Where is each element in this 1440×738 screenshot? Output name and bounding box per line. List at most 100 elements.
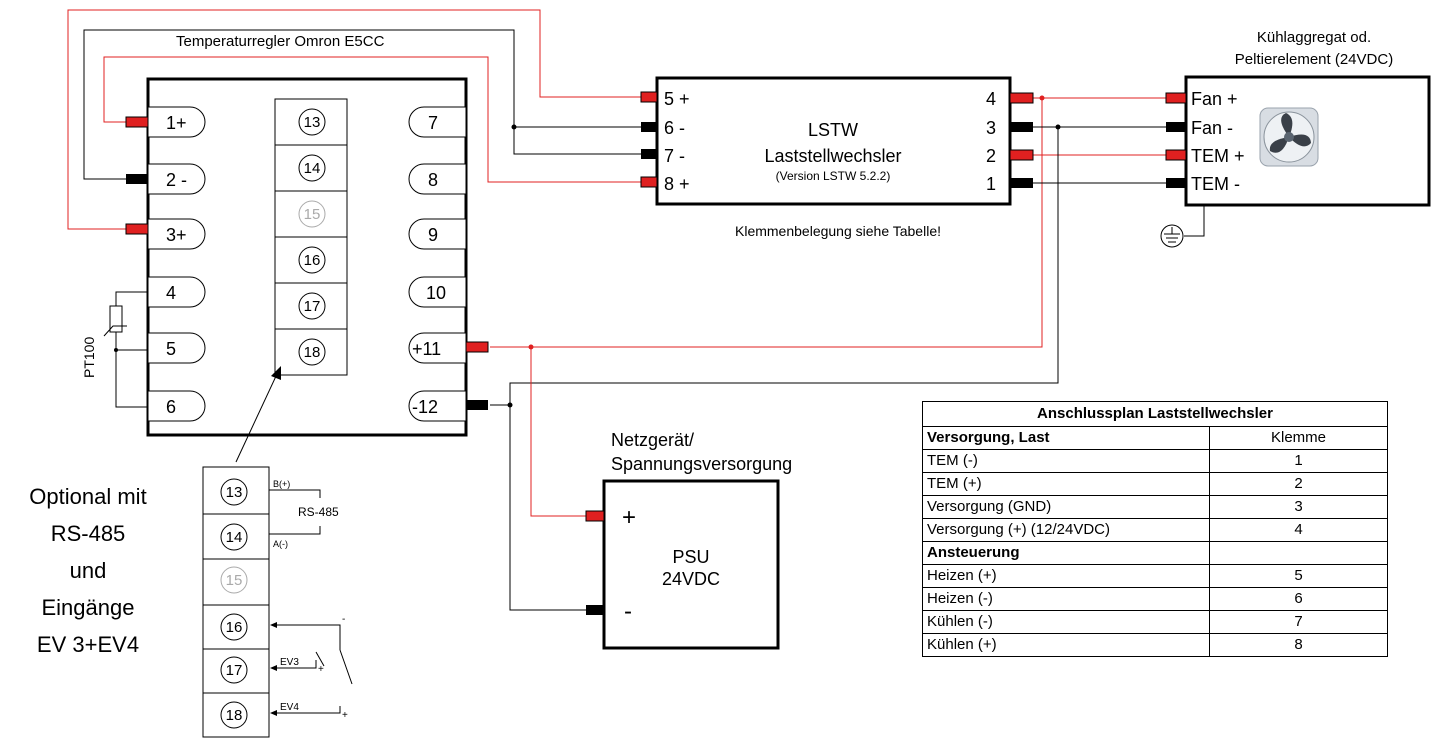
- psu-body: [602, 479, 780, 650]
- pt100-sensor: PT100: [81, 291, 148, 408]
- cooler-title-line1: Kühlaggregat od.: [1257, 29, 1371, 46]
- table-row: TEM (+) 2: [922, 472, 1388, 496]
- lstw-pin-4-label: 4: [986, 89, 996, 109]
- pin-lstw-8: [640, 176, 658, 188]
- terminal-7-label: 7: [428, 113, 438, 133]
- wire-cool-plus: [103, 56, 641, 183]
- table-cell-label: TEM (+): [922, 472, 1210, 496]
- pin-tem-plus: [1165, 149, 1187, 161]
- pin-lstw-2: [1009, 149, 1034, 161]
- junction-dot: [507, 402, 513, 408]
- table-row: Versorgung (+) (12/24VDC) 4: [922, 518, 1388, 542]
- terminal-10-label: 10: [426, 283, 446, 303]
- table-empty-cell: [1209, 541, 1388, 565]
- terminal-8-label: 8: [428, 170, 438, 190]
- terminal-16-label: 16: [304, 252, 321, 269]
- junction-dot: [1055, 124, 1061, 130]
- table-cell-label: Versorgung (GND): [922, 495, 1210, 519]
- pin-psu-minus: [586, 605, 604, 615]
- wires: [67, 9, 1205, 611]
- pin-terminal-11: [465, 341, 489, 353]
- table-cell-label: Kühlen (+): [922, 633, 1210, 657]
- table-row: Kühlen (-) 7: [922, 610, 1388, 634]
- terminal-assignment-table: Anschlussplan Laststellwechsler Versorgu…: [922, 401, 1388, 657]
- wire-supply-plus-drop: [490, 98, 1043, 348]
- table-cell-klemme: 6: [1209, 587, 1388, 611]
- opt-terminal-17: 17: [226, 662, 243, 679]
- cooler-title-line2: Peltierelement (24VDC): [1235, 51, 1393, 68]
- lstw-module: 5 + 6 - 7 - 8 + 4 3 2 1 LSTW Laststellwe…: [640, 76, 1034, 239]
- lstw-subtitle: Laststellwechsler: [764, 146, 901, 166]
- cooler-pin-tem-plus: TEM +: [1191, 146, 1245, 166]
- junction-dot: [511, 124, 517, 130]
- fan-icon: [1259, 107, 1319, 167]
- controller-right-terminals: 7 8 9 10 +11 -12: [408, 106, 467, 422]
- optional-text-line3: und: [70, 558, 107, 583]
- psu-plus-sign: +: [622, 504, 636, 531]
- opt-terminal-13: 13: [226, 484, 243, 501]
- table-cell-klemme: 4: [1209, 518, 1388, 542]
- lstw-name: LSTW: [808, 120, 858, 140]
- cooler-pin-fan-minus: Fan -: [1191, 118, 1233, 138]
- ground-icon: [1160, 224, 1184, 248]
- table-cell-label: Heizen (+): [922, 564, 1210, 588]
- lstw-body: [655, 76, 1012, 206]
- opt-terminal-16: 16: [226, 619, 243, 636]
- ev4-plus-sign: +: [342, 710, 348, 721]
- terminal-4-label: 4: [166, 283, 176, 303]
- power-supply: Netzgerät/ Spannungsversorgung + - PSU 2…: [585, 430, 792, 650]
- pin-psu-plus: [585, 510, 605, 522]
- table-row: TEM (-) 1: [922, 449, 1388, 473]
- optional-text-line4: Eingänge: [42, 595, 135, 620]
- terminal-5-label: 5: [166, 339, 176, 359]
- table-cell-klemme: 8: [1209, 633, 1388, 657]
- optional-text-line5: EV 3+EV4: [37, 632, 139, 657]
- table-section2: Ansteuerung: [922, 541, 1210, 565]
- cooler-pin-tem-minus: TEM -: [1191, 174, 1240, 194]
- table-row: Kühlen (+) 8: [922, 633, 1388, 657]
- option-arrow: [235, 373, 278, 463]
- lstw-pin-2-label: 2: [986, 146, 996, 166]
- pin-lstw-1: [1010, 178, 1033, 188]
- table-cell-label: Kühlen (-): [922, 610, 1210, 634]
- terminal-14-label: 14: [304, 160, 321, 177]
- table-title: Anschlussplan Laststellwechsler: [922, 401, 1388, 427]
- table-row: Heizen (-) 6: [922, 587, 1388, 611]
- terminal-12-label: -12: [412, 397, 438, 417]
- wire-earth: [1184, 205, 1205, 237]
- wire-gnd-drop: [490, 127, 1059, 406]
- wire-psu-plus: [530, 347, 586, 517]
- opt-terminal-18: 18: [226, 707, 243, 724]
- table-section1: Versorgung, Last: [922, 426, 1210, 450]
- table-row: Heizen (+) 5: [922, 564, 1388, 588]
- rs485-label: RS-485: [298, 505, 339, 519]
- junction-dot: [528, 344, 534, 350]
- table-cell-klemme: 2: [1209, 472, 1388, 496]
- optional-module: Optional mit RS-485 und Eingänge EV 3+EV…: [29, 466, 353, 738]
- wire-psu-minus: [509, 405, 586, 611]
- optional-text-line2: RS-485: [51, 521, 126, 546]
- cooler-pin-fan-plus: Fan +: [1191, 89, 1238, 109]
- rs485-b-label: B(+): [273, 479, 290, 489]
- optional-terminal-block: [202, 466, 270, 738]
- optional-text-line1: Optional mit: [29, 484, 146, 509]
- terminal-1-label: 1+: [166, 113, 187, 133]
- ev3-label: EV3: [280, 657, 299, 668]
- pin-tem-minus: [1166, 178, 1186, 188]
- table-cell-klemme: 5: [1209, 564, 1388, 588]
- psu-title-line2: Spannungsversorgung: [611, 454, 792, 474]
- table-cell-label: Versorgung (+) (12/24VDC): [922, 518, 1210, 542]
- terminal-17-label: 17: [304, 298, 321, 315]
- psu-title-line1: Netzgerät/: [611, 430, 694, 450]
- pin-terminal-3: [125, 223, 149, 235]
- psu-line2: 24VDC: [662, 569, 720, 589]
- temperature-controller: Temperaturregler Omron E5CC 1+ 2 - 3+ 4 …: [81, 33, 489, 463]
- table-section-row: Versorgung, Last Klemme: [922, 426, 1388, 450]
- pin-terminal-2: [126, 174, 148, 184]
- cooler-unit: Kühlaggregat od. Peltierelement (24VDC) …: [1160, 29, 1431, 248]
- controller-middle-terminals: 13 14 15 16 17 18: [274, 98, 348, 376]
- pin-lstw-7: [641, 149, 657, 159]
- table-cell-klemme: 1: [1209, 449, 1388, 473]
- pin-fan-plus: [1165, 92, 1187, 104]
